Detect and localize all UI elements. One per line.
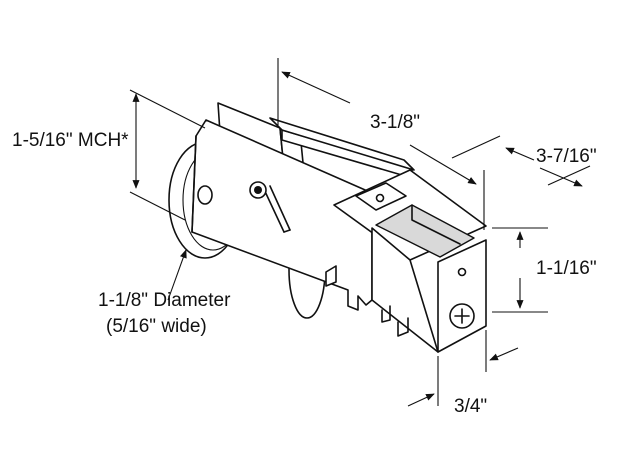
- width-dimension-label: 3/4": [454, 396, 488, 417]
- wheel-diameter-label: 1-1/8" Diameter: [98, 290, 231, 311]
- dimension-lines: [129, 58, 591, 407]
- wheel-width-label: (5/16" wide): [106, 316, 207, 337]
- mch-dimension-label: 1-5/16" MCH*: [12, 130, 129, 151]
- housing-side-plate: [191, 119, 373, 311]
- height-dimension-label: 1-1/16": [536, 258, 597, 279]
- front-housing: [333, 169, 487, 353]
- length-dimension-label: 3-1/8": [370, 112, 421, 133]
- depth-dimension-label: 3-7/16": [536, 146, 597, 167]
